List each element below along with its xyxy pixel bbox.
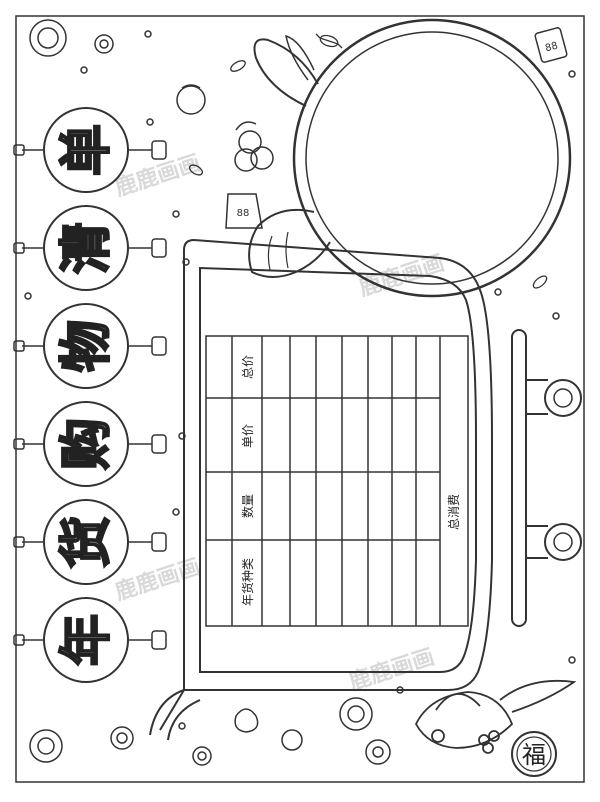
- cart-handle-bar: [511, 329, 527, 627]
- drawing-circle-inner: [305, 31, 559, 285]
- page-frame: [15, 15, 585, 783]
- lantern: 货: [13, 499, 167, 585]
- coin-decorations: [24, 19, 576, 766]
- gold-ingot-icon: [414, 679, 577, 754]
- money-bag-icon: 88: [225, 193, 263, 229]
- bunny-paw-toe: [267, 231, 289, 271]
- watermark-text: 鹿鹿画画: [112, 554, 204, 606]
- fu-character: 福: [522, 741, 546, 769]
- cart-wheel: [544, 379, 582, 417]
- total-spend-label: 总消费: [447, 494, 461, 530]
- title-character: 物: [57, 320, 117, 372]
- lantern: 购: [13, 401, 167, 487]
- title-character: 购: [57, 418, 117, 470]
- title-character: 单: [57, 124, 117, 176]
- cart-wheel-hub: [553, 388, 573, 408]
- watermark-text: 鹿鹿画画: [112, 150, 204, 202]
- shopping-table: [205, 335, 469, 627]
- watermark-text: 鹿鹿画画: [346, 644, 438, 696]
- cart-wheel-hub: [553, 532, 573, 552]
- header-unit-price: 单价: [241, 424, 255, 448]
- header-quantity: 数量: [240, 494, 255, 518]
- cart-wheel: [544, 523, 582, 561]
- drawing-circle-frame: [292, 18, 572, 298]
- fruit-icon: [176, 84, 274, 172]
- fu-badge: 福: [511, 731, 557, 777]
- title-character: 货: [57, 516, 117, 568]
- lantern: 清: [13, 205, 167, 291]
- table-border: [205, 335, 469, 627]
- bunny-ear: [285, 34, 315, 81]
- lantern: 年: [13, 597, 167, 683]
- cart-inner-frame: [199, 266, 477, 673]
- bunny-paw: [248, 208, 331, 278]
- cart-outer-frame: [159, 238, 493, 731]
- lantern: 物: [13, 303, 167, 389]
- ticket-mark: 88: [544, 40, 559, 54]
- table-headers: 年货种类 数量 单价 总价 总消费: [240, 355, 461, 606]
- header-total-price: 总价: [241, 355, 255, 379]
- ticket-icon: 88: [534, 27, 568, 63]
- cart-wheel-axle: [526, 379, 548, 559]
- bunny-ear: [253, 38, 319, 107]
- cart-front-leg: [149, 689, 201, 741]
- header-category: 年货种类: [240, 558, 255, 606]
- title-character: 年: [57, 614, 117, 666]
- lantern: 单: [13, 107, 167, 193]
- watermark-group: 鹿鹿画画 鹿鹿画画 鹿鹿画画 鹿鹿画画: [112, 150, 448, 696]
- bag-mark: 88: [237, 208, 250, 219]
- candy-icon: [188, 33, 548, 289]
- title-character: 清: [57, 222, 117, 274]
